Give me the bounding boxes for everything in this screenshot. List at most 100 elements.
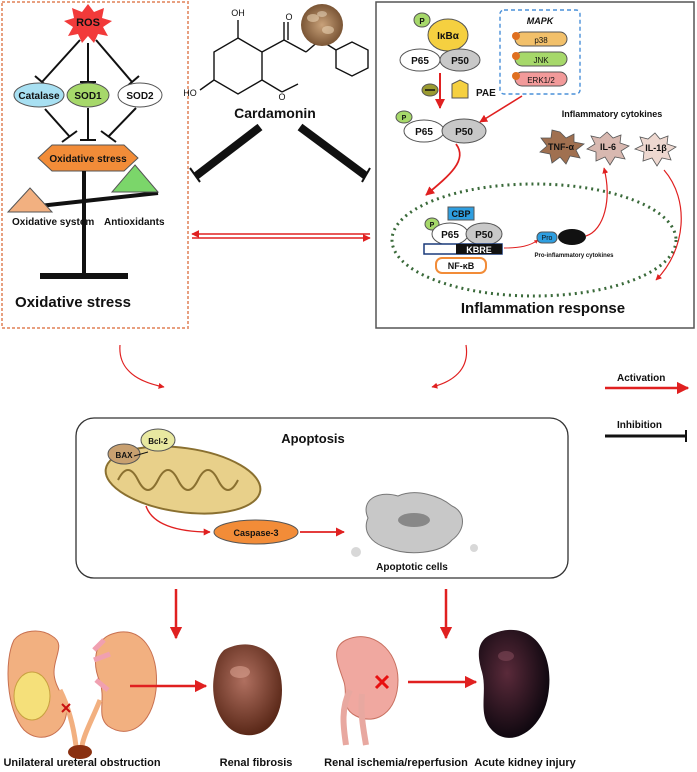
- mitochondrion-icon: [104, 445, 262, 515]
- apoptosis-panel-border: [75, 417, 569, 579]
- il1b-burst-icon: [633, 132, 677, 167]
- mapk-label: MAPK: [527, 16, 555, 26]
- phospho-label-mid: P: [402, 115, 407, 122]
- uuo-label: Unilateral ureteral obstruction: [3, 757, 160, 769]
- pro-cytokines-label: Pro-inflammatory cytokines: [534, 253, 614, 259]
- tnf-burst-icon: [539, 129, 585, 165]
- cytokine-feedback-arrow: [655, 169, 682, 281]
- p50-label-mid: P50: [455, 127, 473, 138]
- sod2-node: [117, 82, 163, 108]
- carbonyl-o-label: O: [285, 12, 292, 22]
- cbp-label: CBP: [451, 209, 470, 219]
- p38-label: p38: [534, 36, 548, 45]
- cytokine-gene-icon: [558, 229, 586, 245]
- p65-label-top: P65: [411, 56, 429, 67]
- il1b-label: IL-1β: [645, 143, 667, 153]
- apoptosis-panel: Apoptosis BAX Bcl-2 Caspase-3 Apoptotic …: [75, 417, 569, 579]
- p50-node-mid: [441, 118, 487, 144]
- il6-burst-icon: [586, 131, 630, 166]
- oxidative-to-apoptosis-arrow: [119, 344, 165, 389]
- cbp-node: [447, 206, 475, 221]
- ischemia-kidney-illustration: [336, 636, 399, 746]
- legend-activation-label: Activation: [617, 373, 665, 384]
- antioxidants-label: Antioxidants: [104, 217, 165, 228]
- apoptotic-cells-label: Apoptotic cells: [376, 562, 448, 573]
- tnf-label: TNF-α: [548, 142, 574, 152]
- phospho-icon: [413, 12, 431, 28]
- bax-label: BAX: [116, 451, 134, 460]
- pro-label: Pro: [542, 235, 553, 242]
- ros-inhibition-lines: [34, 39, 140, 89]
- p50-node-top: [439, 48, 481, 72]
- jnk-label: JNK: [533, 56, 549, 65]
- legend-inhibition-label: Inhibition: [617, 420, 662, 431]
- cytokine-release-arrow: [585, 167, 609, 237]
- kbre-node: [456, 244, 502, 254]
- aki-label: Acute kidney injury: [474, 757, 576, 769]
- fibrotic-kidney-photo: [213, 644, 282, 736]
- inflammation-to-apoptosis-arrow: [431, 344, 468, 389]
- aki-kidney-photo: [478, 629, 550, 738]
- p65-label-mid: P65: [415, 127, 433, 138]
- p50-label-top: P50: [451, 56, 469, 67]
- oxidative-stress-panel: ROS Catalase SOD1 SOD2 Oxidative stress: [1, 1, 189, 329]
- oxidative-panel-border: [1, 1, 189, 329]
- methoxy-o-label: O: [278, 92, 285, 102]
- caspase-node: [213, 519, 299, 545]
- ischemia-label: Renal ischemia/reperfusion: [324, 757, 468, 769]
- oxidative-stress-box: [37, 144, 139, 172]
- catalase-node: [13, 82, 65, 108]
- bcl2-node: [140, 428, 176, 452]
- bidirectional-arrow: [191, 230, 371, 242]
- mito-to-caspase-arrow: [145, 505, 211, 536]
- ikba-label: IκBα: [437, 31, 460, 42]
- il6-label: IL-6: [600, 142, 616, 152]
- cardamonin-inhibition-bars: [189, 123, 371, 183]
- balance-scale-icon: [6, 164, 160, 279]
- nfkb-node: [435, 257, 487, 274]
- mapk-activation-arrow: [479, 95, 523, 123]
- cardamonin-structure: OH O HO O: [183, 8, 369, 102]
- inflammation-panel-border: [375, 1, 695, 329]
- p50-label-nucleus: P50: [475, 230, 493, 241]
- inflammation-panel: P IκBα P65 P50 PAE MAPK p38 JNK ERK1/2 P…: [375, 1, 695, 329]
- ros-burst-icon: [64, 4, 112, 43]
- pae-icon: [451, 79, 469, 99]
- legend: Activation Inhibition: [605, 373, 690, 442]
- kbre-label: KBRE: [466, 245, 492, 255]
- sod2-label: SOD2: [126, 91, 154, 102]
- fibrosis-label: Renal fibrosis: [220, 757, 293, 769]
- caspase-label: Caspase-3: [233, 528, 278, 538]
- apoptosis-title: Apoptosis: [281, 431, 345, 446]
- inflammation-panel-title: Inflammation response: [461, 300, 625, 317]
- bcl2-label: Bcl-2: [148, 437, 168, 446]
- oxidative-system-label: Oxidative system: [12, 217, 94, 228]
- catalase-label: Catalase: [18, 91, 60, 102]
- oxidative-stress-box-label: Oxidative stress: [49, 154, 127, 165]
- translocation-arrow: [425, 143, 461, 196]
- oxidative-panel-title: Oxidative stress: [15, 294, 131, 311]
- uuo-kidney-illustration: [7, 630, 158, 759]
- phospho-label: P: [419, 17, 425, 26]
- erk-label: ERK1/2: [527, 76, 555, 85]
- p38-phospho-icon: [512, 32, 520, 40]
- pae-label: PAE: [476, 88, 496, 99]
- transcription-arrow: [503, 239, 539, 249]
- p65-label-nucleus: P65: [441, 230, 459, 241]
- sod1-label: SOD1: [74, 91, 102, 102]
- oh-left-label: HO: [183, 88, 197, 98]
- erk-phospho-icon: [512, 72, 520, 80]
- cardamonin-label: Cardamonin: [234, 105, 316, 121]
- enzyme-inhibition-lines: [44, 107, 137, 143]
- jnk-phospho-icon: [512, 52, 520, 60]
- sod1-node: [66, 82, 110, 108]
- phospho-icon-mid: [395, 110, 413, 124]
- ros-label: ROS: [76, 17, 100, 29]
- oh-top-label: OH: [231, 8, 245, 18]
- apoptotic-cell-icon: [351, 492, 478, 557]
- cytokines-title: Inflammatory cytokines: [562, 109, 663, 119]
- pro-node: [536, 231, 558, 244]
- phospho-label-nucleus: P: [430, 222, 435, 229]
- cardamom-seeds-image: [301, 4, 343, 46]
